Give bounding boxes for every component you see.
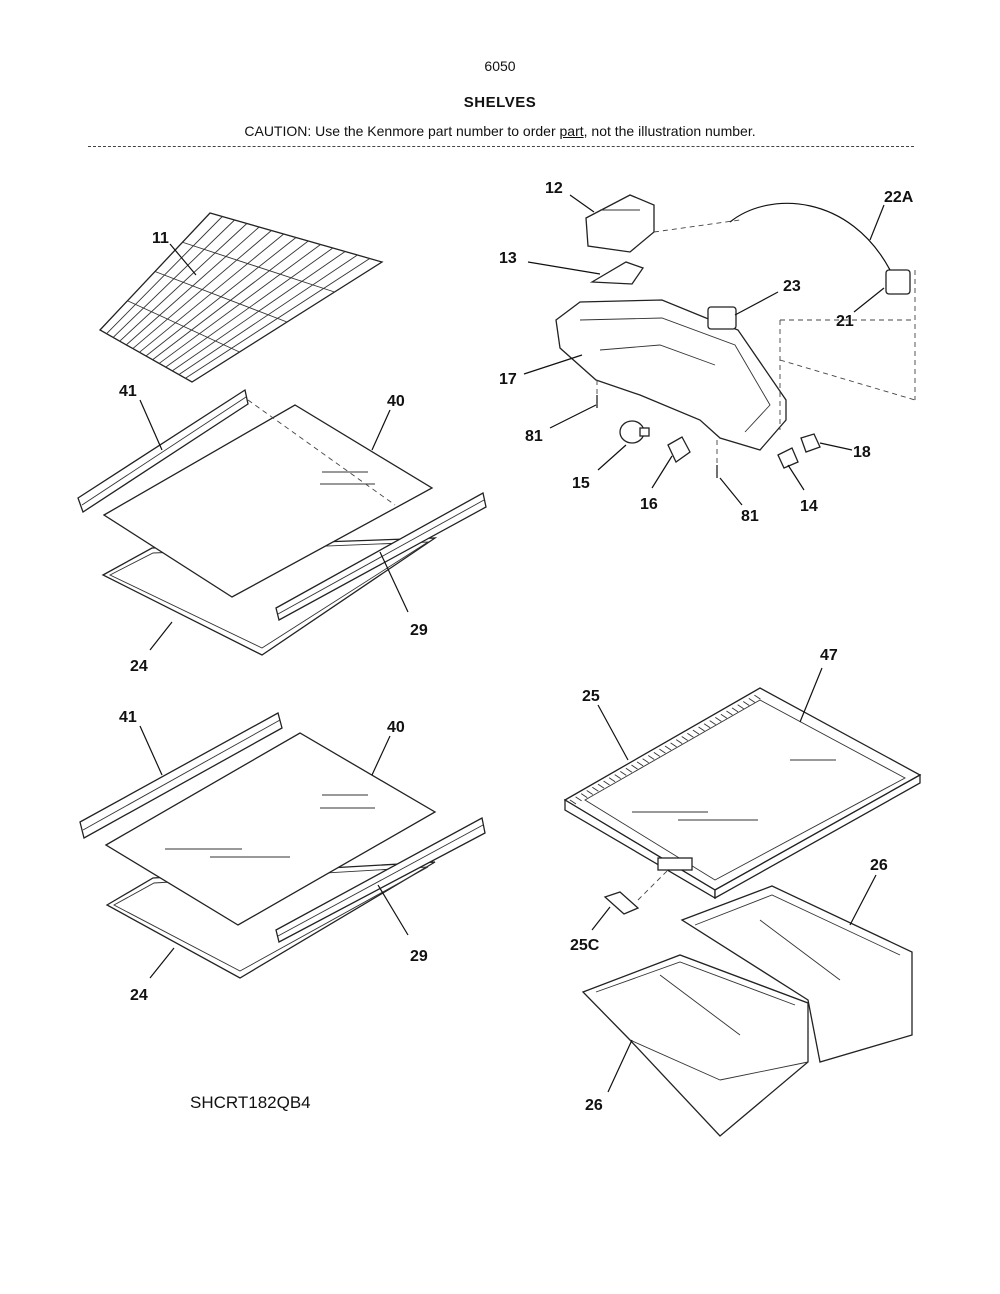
capillary-tube-part-22A [729,202,891,271]
cover-rib [726,710,733,716]
cover-rib [703,723,711,729]
callout-40-upper: 40 [387,393,405,410]
crisper-pan-part-26-rear [680,885,913,1063]
caution-suffix: , not the illustration number. [583,123,756,139]
cover-rib [698,726,705,732]
cover-rib [720,713,728,719]
callout-16: 16 [640,496,658,513]
cover-rib [748,697,756,703]
glass-panel-part-40-lower [104,732,437,926]
callout-26-rear: 26 [870,857,888,874]
page-number: 6050 [484,58,516,74]
callout-14: 14 [800,498,818,515]
callout-13: 13 [499,250,517,267]
cover-rib [681,736,689,741]
cover-rib [731,707,739,713]
crisper-pan-part-26-front [581,954,809,1137]
callout-24-lower: 24 [130,987,148,1004]
cover-part-12 [585,194,655,253]
wire-shelf-part-11 [98,212,384,383]
callout-41-lower: 41 [119,709,137,726]
wire-crossbar [127,300,240,353]
cover-rib [603,780,610,786]
callout-24-upper: 24 [130,658,148,675]
baffle-part-13 [589,261,645,285]
cover-rib [659,748,666,754]
callout-29-upper: 29 [410,622,428,639]
bracket-part-25C [603,891,640,915]
callout-47: 47 [820,647,838,664]
cover-rib [614,774,621,779]
wire-crossbar [154,271,288,323]
upper-shelf-assembly [77,388,487,656]
cover-rib [742,701,750,706]
model-number: SHCRT182QB4 [190,1093,311,1112]
lower-shelf-assembly [79,712,486,979]
cover-rib [592,786,599,792]
callout-22A: 22A [884,189,914,206]
callout-81-right: 81 [741,508,759,525]
callout-26-front: 26 [585,1097,603,1114]
cover-rib [715,717,722,722]
caution-note: CAUTION: Use the Kenmore part number to … [0,123,1000,139]
cover-frame-part-25 [569,694,761,805]
cover-rib [580,793,588,799]
cover-rib [569,799,577,805]
cover-rib [631,764,638,770]
callout-40-lower: 40 [387,719,405,736]
callout-leaders [139,194,885,1093]
clip-part-18 [800,433,821,453]
switch-part-23 [707,306,737,330]
cover-rib [647,755,655,760]
caution-prefix: CAUTION: Use the Kenmore part number to … [244,123,560,139]
callout-12: 12 [545,180,563,197]
cover-rib [625,767,633,773]
cover-rib [642,758,649,764]
cover-rib [737,704,744,710]
thermostat-part-21 [885,269,911,295]
cover-rib [664,745,672,751]
cover-rib [586,790,594,795]
wire-crossbar [182,241,335,293]
callout-15: 15 [572,475,590,492]
button-part-14 [777,447,799,469]
crisper-cover-part-47 [563,687,922,891]
page-title: SHELVES [463,94,537,111]
callout-41-upper: 41 [119,383,137,400]
cover-rib [675,739,683,745]
callout-25: 25 [582,688,600,705]
cover-rib [754,694,761,700]
cover-rib [709,720,716,725]
caution-underlined: part [559,123,584,139]
cover-rib [653,751,661,757]
cover-rib [575,796,582,802]
callout-81-left: 81 [525,428,543,445]
socket-part-16 [667,436,691,463]
control-housing-assembly [555,194,916,478]
cover-rib [670,742,677,748]
front-trim-part-41-upper [77,388,249,513]
cover-rib [692,729,700,735]
cover-rib [636,761,644,767]
housing-part-17 [555,299,787,451]
cover-bracket [657,857,693,871]
callout-21: 21 [836,313,854,330]
callout-25C: 25C [570,937,600,954]
cover-rib [608,777,616,783]
cover-rib [620,771,627,776]
callout-23: 23 [783,278,801,295]
cover-rib [597,783,605,789]
callout-labels: 11 41 40 29 24 41 40 29 24 12 13 22A 23 … [119,180,914,1114]
callout-17: 17 [499,371,517,388]
callout-11: 11 [152,230,169,247]
glass-panel-part-40-upper [102,404,434,598]
crisper-assembly [563,687,922,1137]
callout-18: 18 [853,444,871,461]
cover-rib [687,732,694,738]
header-divider [88,146,914,147]
callout-29-lower: 29 [410,948,428,965]
